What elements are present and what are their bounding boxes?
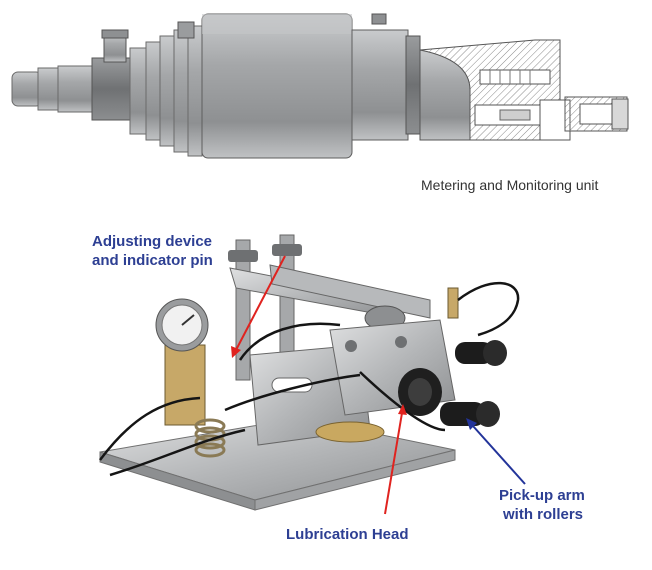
metering-unit-drawing [11, 13, 629, 159]
metering-unit-caption: Metering and Monitoring unit [421, 177, 599, 193]
label-pickup-line2: with rollers [502, 506, 583, 523]
label-adjusting-line2: and indicator pin [92, 252, 213, 269]
lubrication-assembly-image [99, 234, 520, 511]
label-lubrication-head: Lubrication Head [286, 526, 409, 543]
label-pickup-line1: Pick-up arm [499, 487, 585, 504]
annotation-arrows [231, 255, 526, 515]
label-adjusting-line1: Adjusting device [92, 233, 212, 250]
